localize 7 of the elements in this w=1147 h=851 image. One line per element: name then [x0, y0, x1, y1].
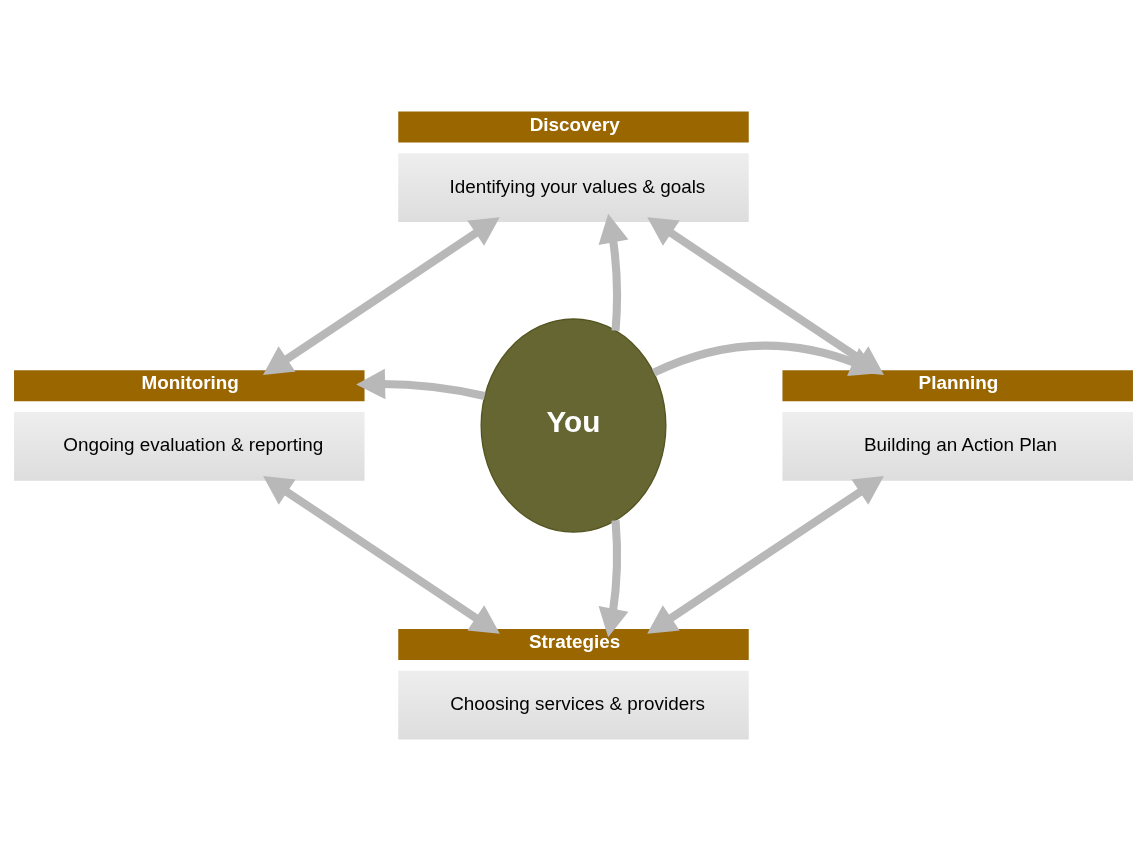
arrow — [647, 476, 884, 634]
arrow — [598, 520, 629, 638]
arrow — [263, 476, 500, 634]
arrow — [356, 368, 486, 400]
node-ellipse: You — [480, 318, 667, 533]
arrow — [262, 217, 500, 376]
arrow — [598, 213, 629, 331]
